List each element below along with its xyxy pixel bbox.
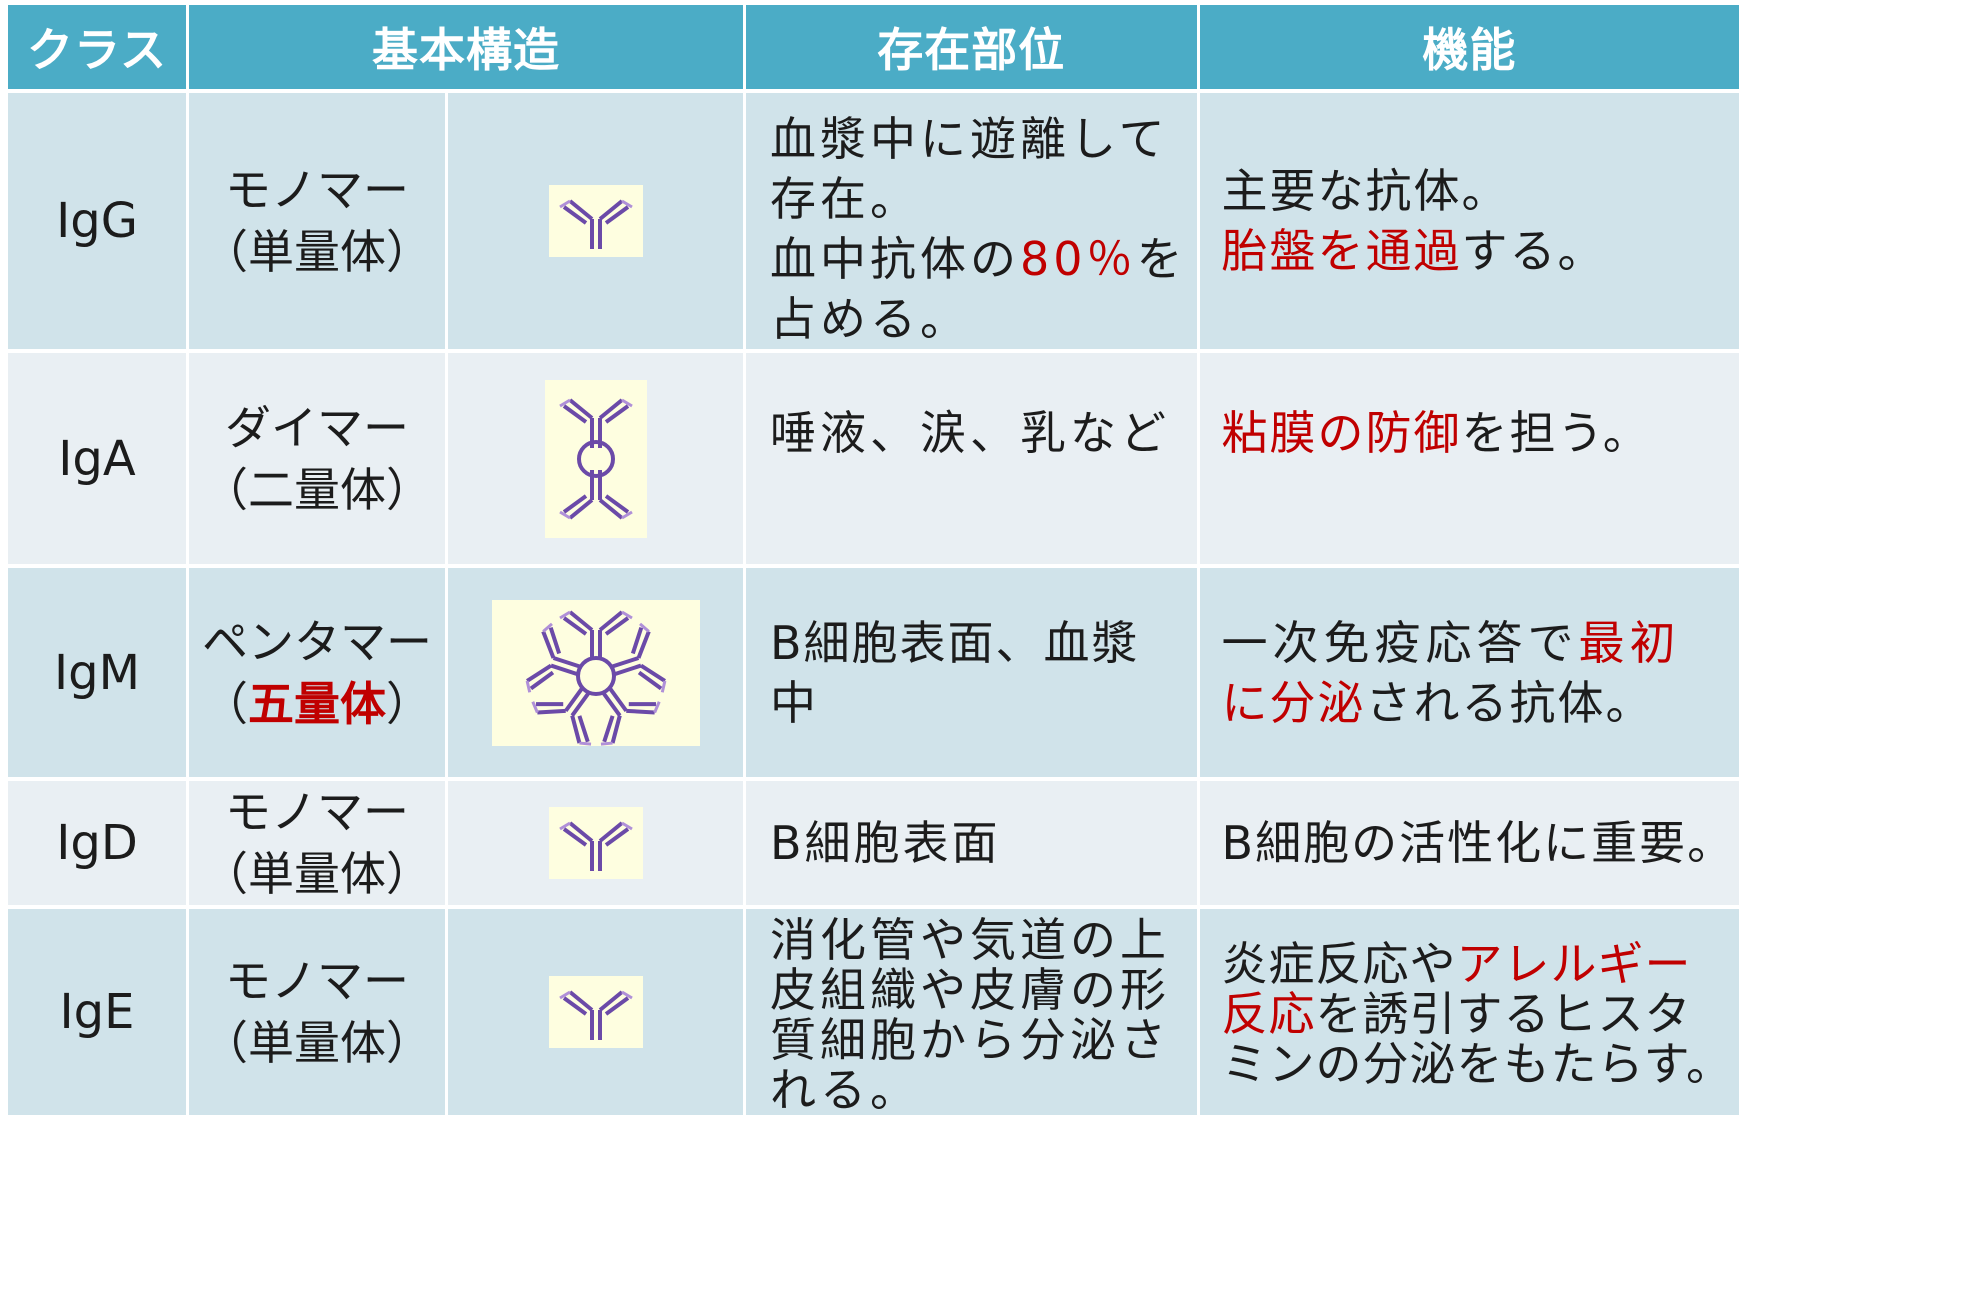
structure-name: ダイマー — [225, 400, 409, 455]
location-highlight: 80％ — [1020, 232, 1137, 286]
structure-name: モノマー — [225, 785, 409, 839]
structure-name-jp: （単量体） — [202, 225, 432, 279]
function-highlight: 反応 — [1221, 987, 1316, 1041]
structure-name-jp: （二量体） — [202, 462, 432, 517]
structure-diagram-cell — [448, 93, 746, 353]
function-line: を担う。 — [1461, 406, 1651, 460]
structure-bracket: ） — [386, 676, 432, 731]
function-highlight: 粘膜の防御 — [1221, 406, 1462, 460]
function-cell: 一次免疫応答で最初 に分泌される抗体。 — [1199, 568, 1740, 781]
location-cell: 血漿中に遊離して 存在。 血中抗体の80％を 占める。 — [746, 93, 1200, 353]
location-line: 質細胞から分泌さ — [770, 1013, 1170, 1067]
location-cell: B細胞表面、血漿中 — [746, 568, 1200, 781]
function-line: 主要な抗体。 — [1221, 164, 1510, 218]
function-cell: B細胞の活性化に重要。 — [1199, 781, 1740, 909]
function-highlight: 胎盤を通過 — [1221, 224, 1462, 278]
function-cell: 炎症反応やアレルギー 反応を誘引するヒスタ ミンの分泌をもたらす。 — [1199, 909, 1740, 1119]
function-line: する。 — [1461, 224, 1606, 278]
function-line: 炎症反応や — [1221, 937, 1457, 991]
header-structure: 基本構造 — [189, 5, 746, 93]
location-line: 占める。 — [770, 292, 970, 346]
monomer-antibody-icon — [548, 807, 643, 879]
function-line: 一次免疫応答で — [1221, 615, 1579, 670]
function-line: を誘引するヒスタ — [1315, 987, 1692, 1041]
structure-cell: モノマー （単量体） — [189, 909, 448, 1119]
structure-name: ペンタマー — [202, 614, 432, 669]
table-row-igg: IgG モノマー （単量体） 血漿中に遊離して 存在。 血中抗体の80％を 占め… — [8, 93, 1740, 353]
function-highlight: 最初 — [1578, 615, 1681, 670]
location-line: 皮組織や皮膚の形 — [770, 963, 1170, 1017]
immunoglobulin-table: クラス 基本構造 存在部位 機能 IgG モノマー （単量体） 血漿中に遊離して — [8, 5, 1740, 1119]
structure-cell: ペンタマー （五量体） — [189, 568, 448, 781]
location-line: 血漿中に遊離して — [770, 112, 1169, 166]
header-row: クラス 基本構造 存在部位 機能 — [8, 5, 1740, 93]
location-cell: 唾液、涙、乳など — [746, 353, 1200, 568]
function-line: される抗体。 — [1365, 675, 1654, 730]
pentamer-antibody-icon — [491, 599, 700, 746]
dimer-antibody-icon — [544, 379, 647, 538]
function-highlight: アレルギー — [1456, 937, 1692, 991]
header-function: 機能 — [1199, 5, 1740, 93]
table-row-iga: IgA ダイマー （二量体） 唾液、涙、乳など 粘膜の防御を担う。 — [8, 353, 1740, 568]
monomer-antibody-icon — [548, 976, 643, 1048]
structure-diagram-cell — [448, 781, 746, 909]
function-cell: 粘膜の防御を担う。 — [1199, 353, 1740, 568]
class-cell: IgM — [8, 568, 189, 781]
header-class: クラス — [8, 5, 189, 93]
structure-name-jp: （単量体） — [202, 847, 432, 901]
structure-cell: ダイマー （二量体） — [189, 353, 448, 568]
structure-name-jp: （単量体） — [202, 1016, 432, 1070]
table-row-igd: IgD モノマー （単量体） B細胞表面 B細胞の活性化に重要。 — [8, 781, 1740, 909]
structure-diagram-cell — [448, 568, 746, 781]
function-cell: 主要な抗体。 胎盤を通過する。 — [1199, 93, 1740, 353]
class-cell: IgG — [8, 93, 189, 353]
function-highlight: に分泌 — [1221, 675, 1366, 730]
location-line: を — [1136, 232, 1187, 286]
location-cell: B細胞表面 — [746, 781, 1200, 909]
structure-cell: モノマー （単量体） — [189, 93, 448, 353]
location-line: れる。 — [770, 1063, 920, 1117]
location-line: 血中抗体の — [770, 232, 1020, 286]
header-location: 存在部位 — [746, 5, 1200, 93]
class-cell: IgD — [8, 781, 189, 909]
location-line: 存在。 — [770, 172, 920, 226]
structure-name: モノマー — [225, 954, 409, 1008]
class-cell: IgE — [8, 909, 189, 1119]
location-line: 消化管や気道の上 — [770, 913, 1170, 967]
structure-cell: モノマー （単量体） — [189, 781, 448, 909]
function-line: ミンの分泌をもたらす。 — [1221, 1037, 1734, 1091]
structure-name: モノマー — [225, 163, 409, 217]
structure-name-jp: 五量体 — [248, 676, 386, 731]
class-cell: IgA — [8, 353, 189, 568]
structure-bracket: （ — [202, 676, 248, 731]
location-cell: 消化管や気道の上 皮組織や皮膚の形 質細胞から分泌さ れる。 — [746, 909, 1200, 1119]
monomer-antibody-icon — [548, 185, 643, 257]
structure-diagram-cell — [448, 909, 746, 1119]
table-row-ige: IgE モノマー （単量体） 消化管や気道の上 皮組織や皮膚の形 質細胞から分泌… — [8, 909, 1740, 1119]
table-row-igm: IgM ペンタマー （五量体） B細胞表面、血漿中 — [8, 568, 1740, 781]
structure-diagram-cell — [448, 353, 746, 568]
